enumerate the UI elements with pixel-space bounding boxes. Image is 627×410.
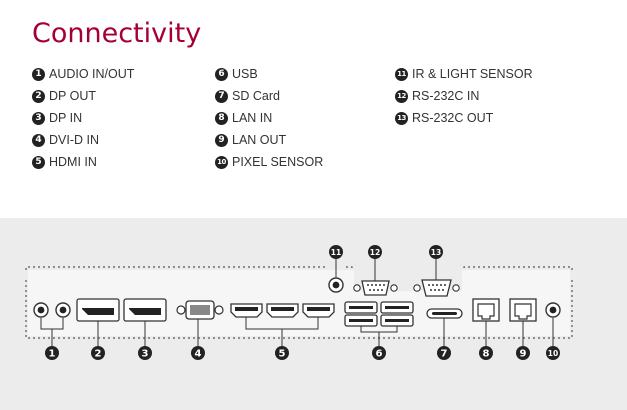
- legend-item-sd-card: 7 SD Card: [215, 88, 280, 104]
- usb-port-4: [380, 314, 414, 327]
- legend-item-rs232c-in: 12 RS-232C IN: [395, 88, 479, 104]
- svg-text:5: 5: [279, 349, 286, 360]
- legend-label: SD Card: [232, 89, 280, 103]
- ir-light-sensor-port: [328, 277, 344, 293]
- callout-10: 10: [546, 346, 560, 360]
- legend-label: HDMI IN: [49, 155, 97, 169]
- number-badge: 7: [215, 89, 228, 103]
- svg-text:1: 1: [49, 349, 56, 360]
- rs232c-out-port: [413, 279, 460, 297]
- lan-out-port: [509, 298, 537, 322]
- number-badge: 11: [395, 67, 408, 81]
- page-title: Connectivity: [32, 18, 202, 49]
- svg-text:12: 12: [370, 248, 380, 257]
- audio-out-port: [55, 302, 71, 318]
- sd-card-slot: [426, 308, 463, 319]
- callout-8: 8: [479, 346, 493, 360]
- callout-4: 4: [191, 346, 205, 360]
- dvi-d-port: [176, 300, 224, 320]
- number-badge: 1: [32, 67, 45, 81]
- legend-label: USB: [232, 67, 258, 81]
- callout-7: 7: [437, 346, 451, 360]
- number-badge: 9: [215, 133, 228, 147]
- hdmi-port-3: [302, 303, 335, 318]
- number-badge: 2: [32, 89, 45, 103]
- callout-13: 13: [429, 245, 443, 259]
- legend-item-ir-sensor: 11 IR & LIGHT SENSOR: [395, 66, 533, 82]
- pixel-sensor-port: [545, 302, 561, 318]
- lan-in-port: [472, 298, 500, 322]
- legend-label: DP IN: [49, 111, 83, 125]
- svg-text:13: 13: [431, 248, 441, 257]
- legend-label: LAN IN: [232, 111, 273, 125]
- legend-item-dp-in: 3 DP IN: [32, 110, 82, 126]
- legend-item-lan-out: 9 LAN OUT: [215, 132, 286, 148]
- legend-item-hdmi: 5 HDMI IN: [32, 154, 97, 170]
- number-badge: 8: [215, 111, 228, 125]
- usb-port-1: [344, 301, 378, 314]
- number-badge: 3: [32, 111, 45, 125]
- usb-port-3: [344, 314, 378, 327]
- number-badge: 12: [395, 89, 408, 103]
- callout-1: 1: [45, 346, 59, 360]
- svg-text:7: 7: [441, 349, 448, 360]
- svg-text:4: 4: [195, 349, 202, 360]
- callout-5: 5: [275, 346, 289, 360]
- callout-2: 2: [91, 346, 105, 360]
- number-badge: 13: [395, 111, 408, 125]
- svg-text:3: 3: [142, 349, 149, 360]
- callout-9: 9: [516, 346, 530, 360]
- hdmi-port-2: [266, 303, 299, 318]
- usb-port-2: [380, 301, 414, 314]
- legend-item-dvi: 4 DVI-D IN: [32, 132, 99, 148]
- svg-text:11: 11: [331, 248, 341, 257]
- legend-label: DP OUT: [49, 89, 96, 103]
- legend-item-rs232c-out: 13 RS-232C OUT: [395, 110, 493, 126]
- callout-12: 12: [368, 245, 382, 259]
- dp-in-port: [123, 298, 167, 322]
- legend-item-pixel-sensor: 10 PIXEL SENSOR: [215, 154, 323, 170]
- callout-11: 11: [329, 245, 343, 259]
- legend-label: LAN OUT: [232, 133, 287, 147]
- dp-out-port: [76, 298, 120, 322]
- callout-3: 3: [138, 346, 152, 360]
- legend-item-dp-out: 2 DP OUT: [32, 88, 96, 104]
- svg-text:9: 9: [520, 349, 527, 360]
- number-badge: 5: [32, 155, 45, 169]
- svg-text:8: 8: [483, 349, 490, 360]
- panel-outline-body: [25, 280, 573, 339]
- number-badge: 10: [215, 155, 228, 169]
- svg-text:10: 10: [548, 349, 558, 358]
- callout-6: 6: [372, 346, 386, 360]
- port-panel-diagram: 1 2 3 4 5 6 7 8 9 10 11 12 13: [25, 245, 573, 360]
- svg-text:2: 2: [95, 349, 102, 360]
- audio-in-port: [33, 302, 49, 318]
- hdmi-port-1: [230, 303, 263, 318]
- leader-lines: [40, 259, 554, 346]
- legend-label: DVI-D IN: [49, 133, 99, 147]
- legend-label: RS-232C OUT: [412, 111, 494, 125]
- legend-item-audio: 1 AUDIO IN/OUT: [32, 66, 134, 82]
- rs232c-in-port: [353, 280, 398, 296]
- number-badge: 4: [32, 133, 45, 147]
- legend-item-usb: 6 USB: [215, 66, 258, 82]
- legend-label: AUDIO IN/OUT: [49, 67, 135, 81]
- legend-label: PIXEL SENSOR: [232, 155, 324, 169]
- legend-label: RS-232C IN: [412, 89, 480, 103]
- number-badge: 6: [215, 67, 228, 81]
- legend-label: IR & LIGHT SENSOR: [412, 67, 533, 81]
- svg-text:6: 6: [376, 349, 383, 360]
- legend-item-lan-in: 8 LAN IN: [215, 110, 272, 126]
